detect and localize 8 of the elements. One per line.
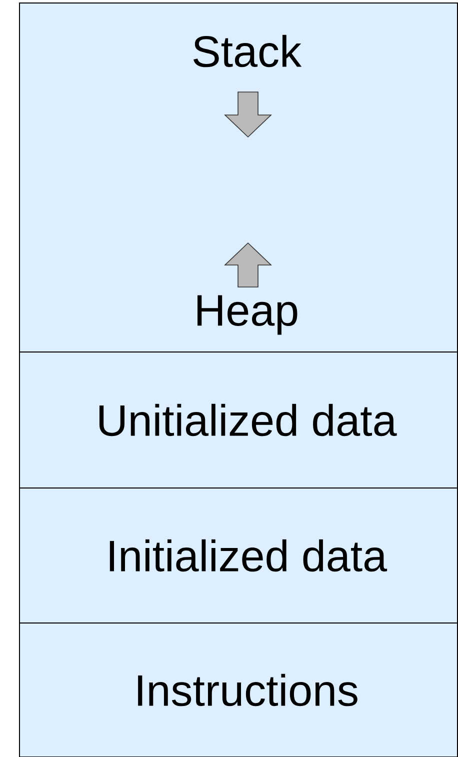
node-label: Initialized data (110, 539, 388, 572)
memory-segment: Initialized data (19, 488, 458, 624)
node-label: Unitialized data (99, 404, 397, 436)
node-label: Heap (198, 295, 298, 335)
memory-segment: Unitialized data (19, 352, 458, 488)
node-label: Stack (193, 34, 302, 68)
memory-segment: Instructions (19, 622, 458, 757)
node-label: Instructions (138, 674, 358, 706)
